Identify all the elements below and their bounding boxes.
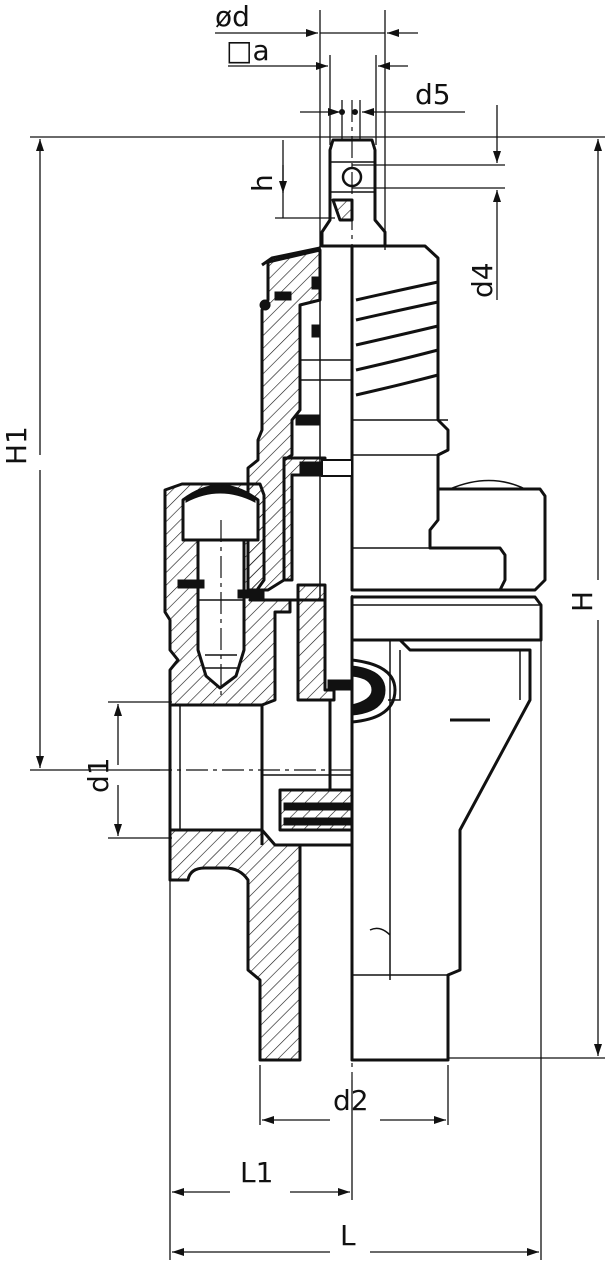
gland-section	[282, 456, 327, 582]
inlet-pipe	[168, 703, 264, 832]
label-L1: L1	[240, 1156, 273, 1189]
label-L: L	[340, 1219, 356, 1252]
label-od: ød	[215, 0, 250, 33]
label-sq-a: □a	[226, 34, 270, 67]
wedge-detail	[351, 658, 397, 724]
bonnet-right	[350, 244, 507, 592]
valve-body	[163, 138, 547, 1062]
label-H: H	[566, 591, 599, 612]
label-d5: d5	[415, 78, 451, 111]
lower-body-right	[350, 638, 532, 1062]
bonnet-section-left	[246, 248, 322, 592]
stem-top	[320, 138, 387, 248]
label-d2: d2	[333, 1084, 369, 1117]
bonnet-ring	[350, 595, 543, 642]
label-H1: H1	[0, 426, 33, 465]
dimensions	[30, 10, 605, 1260]
label-d1: d1	[82, 757, 115, 793]
label-d4: d4	[466, 262, 499, 298]
lower-body-left	[168, 828, 302, 1062]
label-h: h	[246, 174, 279, 192]
